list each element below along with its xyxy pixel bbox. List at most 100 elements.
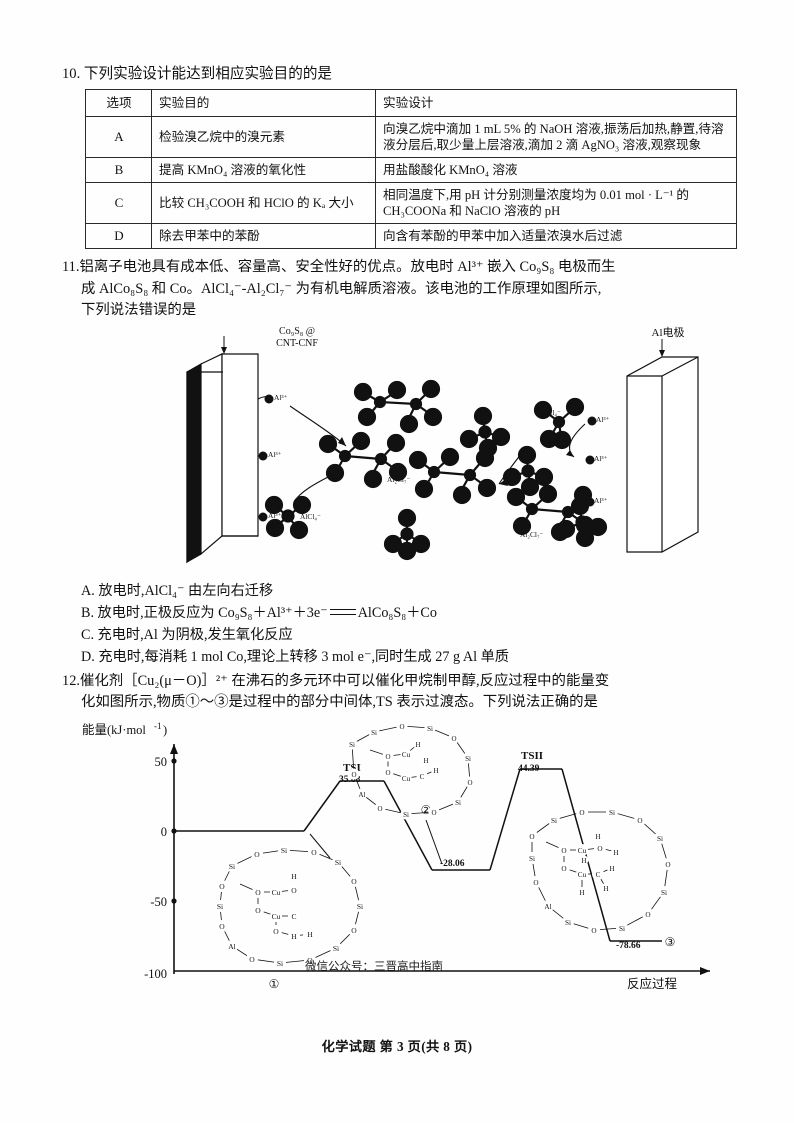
- question-12-stem-line1: 催化剂［Cu₂(μ－O)］²⁺ 在沸石的多元环中可以催化甲烷制甲醇,反应过程中的…: [80, 672, 610, 689]
- experiment-design-table: 选项 实验目的 实验设计 A 检验溴乙烷中的溴元素 向溴乙烷中滴加 1 mL 5…: [85, 89, 737, 249]
- svg-text:O: O: [255, 888, 261, 897]
- svg-text:O: O: [579, 809, 584, 817]
- row-design-d: 向含有苯酚的甲苯中加入适量浓溴水后过滤: [375, 223, 737, 249]
- svg-text:O: O: [529, 833, 534, 841]
- question-10-stem-text: 下列实验设计能达到相应实验目的的是: [83, 66, 333, 82]
- state-label-2: ②: [421, 803, 432, 817]
- svg-text:O: O: [377, 805, 382, 813]
- svg-text:Si: Si: [371, 729, 377, 737]
- left-electrode-label: Co₉S₈ @ CNT-CNF: [262, 326, 332, 350]
- row-goal-a: 检验溴乙烷中的溴元素: [151, 116, 376, 158]
- svg-text:O: O: [249, 955, 255, 964]
- state-label-1: ①: [269, 977, 280, 991]
- svg-text:Si: Si: [333, 944, 339, 953]
- svg-text:Si: Si: [229, 862, 235, 871]
- svg-text:Cu: Cu: [272, 912, 281, 921]
- svg-text:O: O: [385, 753, 390, 761]
- question-10-number: 10.: [62, 66, 81, 82]
- svg-text:O: O: [637, 817, 642, 825]
- y-axis-title-exp: -1: [154, 721, 162, 731]
- energy-profile-chart: 50 0 -50 -100: [62, 716, 738, 1016]
- svg-text:Si: Si: [335, 858, 341, 867]
- svg-text:O: O: [597, 845, 602, 853]
- y-axis-title-close: ): [163, 723, 167, 737]
- ion-label-al3: Al³⁺: [594, 495, 608, 505]
- svg-text:O: O: [254, 850, 260, 859]
- svg-text:H: H: [423, 757, 428, 765]
- row-design-c: 相同温度下,用 pH 计分别测量浓度均为 0.01 mol · L⁻¹ 的 CH…: [375, 182, 737, 224]
- ion-label-al3: Al³⁺: [596, 414, 610, 424]
- svg-text:Si: Si: [609, 809, 615, 817]
- row-option-b: B: [85, 157, 152, 183]
- svg-text:Cu: Cu: [272, 888, 281, 897]
- equals-bar-icon: [329, 608, 356, 615]
- question-11-stem-line3: 下列说法错误的是: [81, 302, 197, 318]
- annotation-tsii-value: 44.39: [518, 764, 540, 774]
- question-12-stem: 12.催化剂［Cu₂(μ－O)］²⁺ 在沸石的多元环中可以催化甲烷制甲醇,反应过…: [62, 671, 738, 714]
- energy-profile-line: [174, 767, 662, 942]
- svg-text:O: O: [665, 861, 670, 869]
- svg-text:Si: Si: [661, 889, 667, 897]
- question-12-number: 12.: [62, 672, 80, 689]
- svg-text:Si: Si: [427, 725, 433, 733]
- svg-text:H: H: [433, 767, 438, 775]
- row-option-a: A: [85, 116, 152, 158]
- svg-text:Si: Si: [349, 741, 355, 749]
- svg-text:H: H: [613, 849, 618, 857]
- al3-ion-dot: [258, 451, 268, 460]
- y-tick-minus-50: -50: [150, 895, 167, 909]
- ion-label-al3: Al³⁺: [274, 392, 288, 402]
- y-tick-0: 0: [161, 825, 167, 839]
- svg-text:O: O: [645, 911, 650, 919]
- al3-ion-dot: [585, 497, 595, 506]
- svg-text:C: C: [291, 912, 296, 921]
- y-axis-title: 能量(kJ·mol: [82, 723, 146, 737]
- svg-text:Si: Si: [565, 919, 571, 927]
- svg-text:O: O: [219, 882, 225, 891]
- question-11-stem: 11.铝离子电池具有成本低、容量高、安全性好的优点。放电时 Al³⁺ 嵌入 Co…: [62, 257, 738, 322]
- row-option-c: C: [85, 182, 152, 224]
- question-11-stem-line1: 铝离子电池具有成本低、容量高、安全性好的优点。放电时 Al³⁺ 嵌入 Co₉S₈…: [79, 259, 616, 275]
- svg-text:O: O: [219, 922, 225, 931]
- svg-text:C: C: [420, 773, 425, 781]
- choice-b-tail: AlCo₈S₈＋Co: [357, 604, 437, 621]
- svg-text:O: O: [307, 956, 313, 965]
- svg-text:Si: Si: [217, 902, 223, 911]
- svg-text:O: O: [533, 879, 538, 887]
- x-axis-title: 反应过程: [627, 976, 678, 991]
- row-goal-c: 比较 CH₃COOH 和 HClO 的 Kₐ 大小: [151, 182, 376, 224]
- svg-text:H: H: [609, 865, 614, 873]
- question-11: 11.铝离子电池具有成本低、容量高、安全性好的优点。放电时 Al³⁺ 嵌入 Co…: [62, 257, 738, 668]
- table-row: A 检验溴乙烷中的溴元素 向溴乙烷中滴加 1 mL 5% 的 NaOH 溶液,振…: [85, 116, 737, 158]
- al3-ion-dot: [258, 512, 268, 521]
- al3-ion-dot: [264, 394, 274, 403]
- y-tick-minus-100: -100: [144, 967, 167, 981]
- svg-text:Cu: Cu: [578, 847, 587, 855]
- svg-text:Cu: Cu: [402, 775, 411, 783]
- svg-text:H: H: [291, 872, 297, 881]
- question-11-number: 11.: [62, 259, 80, 275]
- svg-text:O: O: [561, 865, 566, 873]
- row-design-a: 向溴乙烷中滴加 1 mL 5% 的 NaOH 溶液,振荡后加热,静置,待溶液分层…: [375, 116, 737, 158]
- svg-text:Si: Si: [357, 902, 363, 911]
- svg-text:O: O: [385, 769, 390, 777]
- svg-text:H: H: [415, 741, 420, 749]
- question-10-stem: 10. 下列实验设计能达到相应实验目的的是: [62, 62, 738, 83]
- svg-text:Si: Si: [657, 835, 663, 843]
- species-label-alcl4: AlCl₄⁻: [540, 407, 561, 417]
- question-11-stem-line2: 成 AlCo₈S₈ 和 Co。AlCl₄⁻-Al₂Cl₇⁻ 为有机电解质溶液。该…: [81, 280, 602, 297]
- svg-text:Si: Si: [455, 799, 461, 807]
- svg-text:Al: Al: [544, 903, 551, 911]
- left-electrode-label-line2: CNT-CNF: [276, 337, 318, 349]
- header-design: 实验设计: [375, 89, 737, 117]
- ion-label-al3: Al³⁺: [594, 453, 608, 463]
- svg-text:H: H: [581, 857, 586, 865]
- svg-text:Si: Si: [281, 846, 287, 855]
- table-row: C 比较 CH₃COOH 和 HClO 的 Kₐ 大小 相同温度下,用 pH 计…: [85, 182, 737, 224]
- choice-c: C. 充电时,Al 为阴极,发生氧化反应: [81, 626, 293, 643]
- svg-text:H: H: [579, 889, 584, 897]
